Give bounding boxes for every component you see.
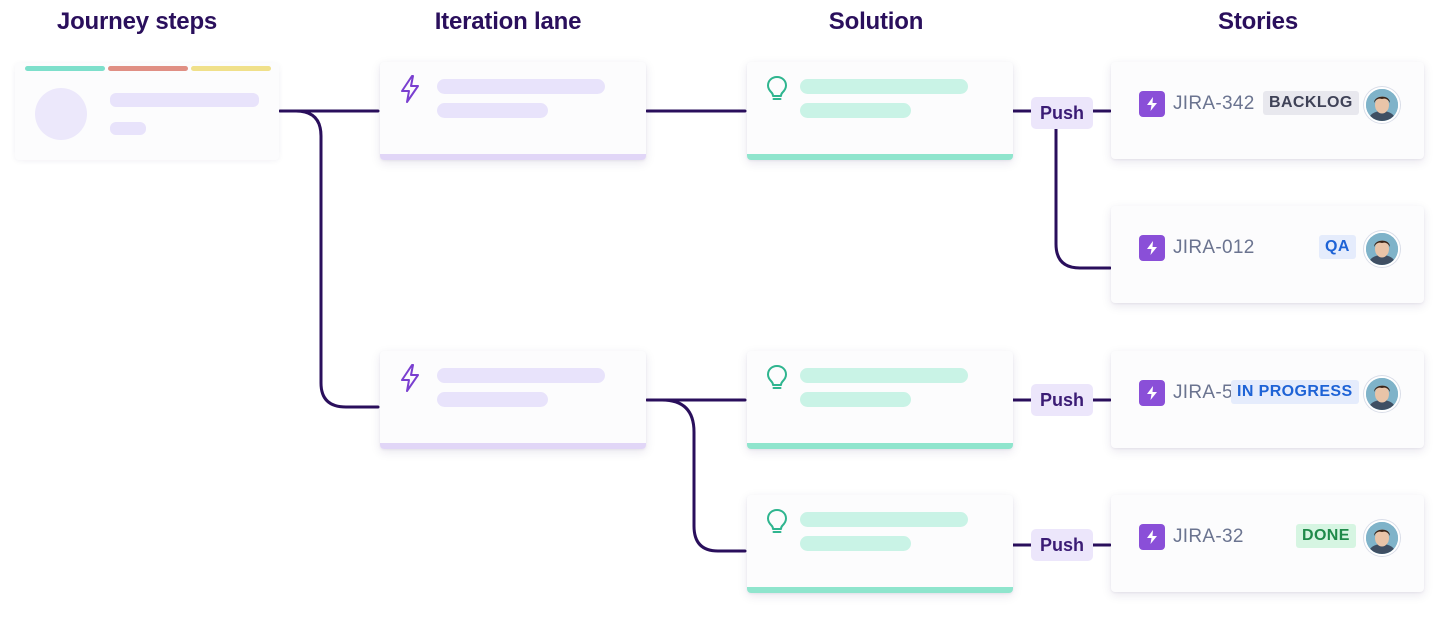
solution-text-placeholder-2 bbox=[800, 536, 911, 551]
jira-story-icon bbox=[1139, 524, 1165, 550]
story-key[interactable]: JIRA-32 bbox=[1173, 526, 1244, 547]
story-key[interactable]: JIRA-5 bbox=[1173, 382, 1233, 403]
iteration-accent-bar bbox=[380, 443, 646, 449]
iteration-card-2[interactable] bbox=[380, 351, 646, 449]
iteration-text-placeholder-1 bbox=[437, 368, 605, 383]
journey-stripe-teal bbox=[25, 66, 105, 71]
solution-card-3[interactable] bbox=[747, 495, 1013, 593]
journey-steps-header: Journey steps bbox=[56, 8, 218, 35]
iteration-text-placeholder-2 bbox=[437, 392, 548, 407]
story-card-2[interactable]: JIRA-012 QA bbox=[1111, 206, 1424, 303]
journey-step-card[interactable] bbox=[15, 63, 279, 160]
solution-card-1[interactable] bbox=[747, 62, 1013, 160]
push-button-2[interactable]: Push bbox=[1031, 384, 1093, 416]
push-button-1[interactable]: Push bbox=[1031, 97, 1093, 129]
lightning-icon bbox=[401, 364, 419, 392]
solution-text-placeholder-1 bbox=[800, 512, 968, 527]
assignee-avatar[interactable] bbox=[1364, 231, 1400, 267]
story-key[interactable]: JIRA-342 bbox=[1173, 93, 1255, 114]
lightbulb-icon bbox=[767, 76, 787, 100]
connector-journey-iteration-2 bbox=[294, 109, 380, 409]
journey-text-placeholder-1 bbox=[110, 93, 259, 107]
status-badge: BACKLOG bbox=[1263, 91, 1359, 115]
story-key[interactable]: JIRA-012 bbox=[1173, 237, 1255, 258]
journey-stripe-yellow bbox=[191, 66, 271, 71]
lightning-icon bbox=[401, 75, 419, 103]
assignee-avatar[interactable] bbox=[1364, 376, 1400, 412]
jira-story-icon bbox=[1139, 380, 1165, 406]
connector-iteration-solution-3 bbox=[660, 398, 747, 553]
solution-accent-bar bbox=[747, 154, 1013, 160]
lightbulb-icon bbox=[767, 509, 787, 533]
story-card-4[interactable]: JIRA-32 DONE bbox=[1111, 495, 1424, 592]
story-card-3[interactable]: JIRA-5 IN PROGRESS bbox=[1111, 351, 1424, 448]
solution-header: Solution bbox=[828, 8, 924, 35]
assignee-avatar[interactable] bbox=[1364, 87, 1400, 123]
jira-story-icon bbox=[1139, 235, 1165, 261]
iteration-lane-header: Iteration lane bbox=[434, 8, 582, 35]
iteration-text-placeholder-1 bbox=[437, 79, 605, 94]
status-badge: DONE bbox=[1296, 524, 1356, 548]
solution-accent-bar bbox=[747, 587, 1013, 593]
status-badge: IN PROGRESS bbox=[1231, 380, 1359, 404]
solution-text-placeholder-1 bbox=[800, 368, 968, 383]
iteration-card-1[interactable] bbox=[380, 62, 646, 160]
solution-card-2[interactable] bbox=[747, 351, 1013, 449]
connector-push-story-2 bbox=[1054, 126, 1112, 270]
assignee-avatar[interactable] bbox=[1364, 520, 1400, 556]
jira-story-icon bbox=[1139, 91, 1165, 117]
journey-avatar-placeholder bbox=[35, 88, 87, 140]
stories-header: Stories bbox=[1218, 8, 1298, 35]
journey-text-placeholder-2 bbox=[110, 122, 146, 135]
solution-text-placeholder-1 bbox=[800, 79, 968, 94]
solution-accent-bar bbox=[747, 443, 1013, 449]
story-card-1[interactable]: JIRA-342 BACKLOG bbox=[1111, 62, 1424, 159]
iteration-accent-bar bbox=[380, 154, 646, 160]
iteration-text-placeholder-2 bbox=[437, 103, 548, 118]
status-badge: QA bbox=[1319, 235, 1356, 259]
push-button-3[interactable]: Push bbox=[1031, 529, 1093, 561]
lightbulb-icon bbox=[767, 365, 787, 389]
journey-stripe-coral bbox=[108, 66, 188, 71]
solution-text-placeholder-2 bbox=[800, 392, 911, 407]
solution-text-placeholder-2 bbox=[800, 103, 911, 118]
